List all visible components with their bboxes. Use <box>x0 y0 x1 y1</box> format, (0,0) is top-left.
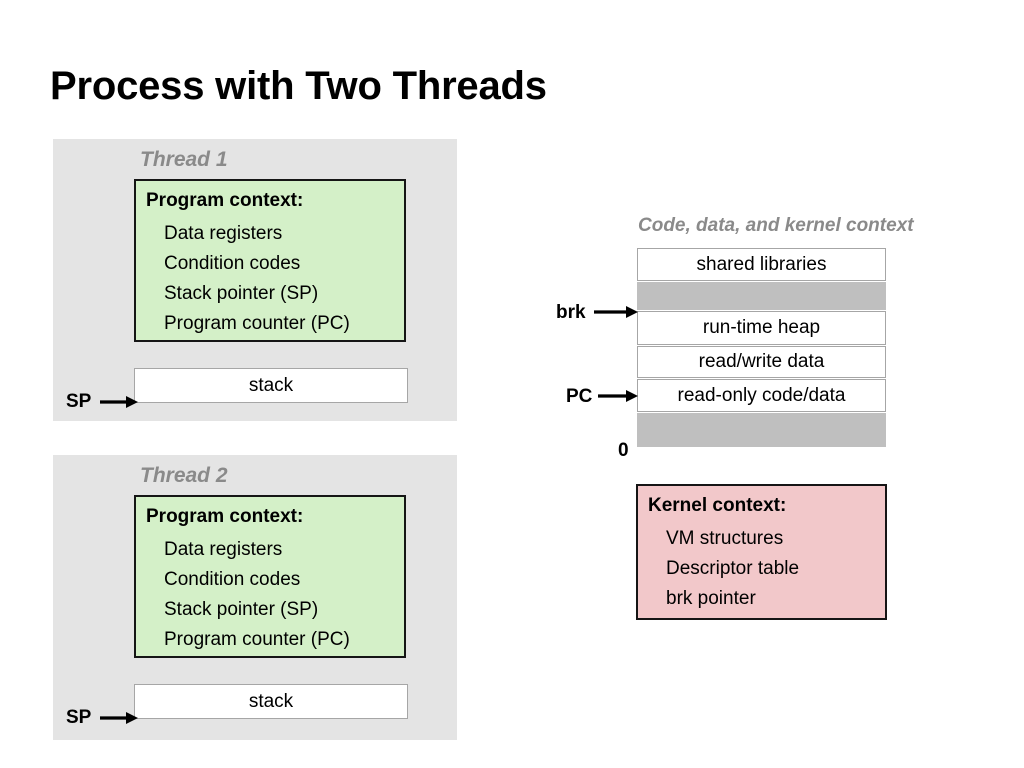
thread-2-program-context-box: Program context: Data registers Conditio… <box>134 495 406 658</box>
program-context-item-data-registers: Data registers <box>164 539 283 560</box>
thread-1-sp-label: SP <box>66 391 92 412</box>
program-context-item-program-counter: Program counter (PC) <box>164 629 350 650</box>
program-context-item-stack-pointer: Stack pointer (SP) <box>164 599 319 620</box>
program-context-list: Data registers Condition codes Stack poi… <box>164 535 350 655</box>
thread-2-label: Thread 2 <box>140 464 228 487</box>
kernel-context-box: Kernel context: VM structures Descriptor… <box>636 484 887 620</box>
sp-arrow-icon <box>100 395 140 414</box>
thread-1-label: Thread 1 <box>140 148 228 171</box>
thread-1-program-context-box: Program context: Data registers Conditio… <box>134 179 406 342</box>
thread-1-stack-box: stack <box>134 368 408 403</box>
thread-panel-2: Thread 2 Program context: Data registers… <box>53 455 457 740</box>
code-data-kernel-context-label: Code, data, and kernel context <box>638 215 914 236</box>
brk-pointer-label: brk <box>556 302 586 323</box>
kernel-context-list: VM structures Descriptor table brk point… <box>666 524 799 614</box>
kernel-context-heading: Kernel context: <box>648 495 787 516</box>
thread-2-sp-label: SP <box>66 707 92 728</box>
program-context-item-condition-codes: Condition codes <box>164 569 301 590</box>
program-context-heading: Program context: <box>146 190 304 211</box>
memory-row-read-write-data: read/write data <box>637 346 886 378</box>
program-context-item-program-counter: Program counter (PC) <box>164 313 350 334</box>
kernel-context-item-brk-pointer: brk pointer <box>666 588 756 609</box>
program-context-item-data-registers: Data registers <box>164 223 283 244</box>
memory-row-run-time-heap: run-time heap <box>637 311 886 345</box>
memory-layout-diagram: shared libraries run-time heap read/writ… <box>637 248 886 447</box>
memory-row-shared-libraries: shared libraries <box>637 248 886 281</box>
memory-base-address-label: 0 <box>618 440 629 461</box>
thread-2-stack-box: stack <box>134 684 408 719</box>
program-context-item-stack-pointer: Stack pointer (SP) <box>164 283 319 304</box>
sp-arrow-icon <box>100 711 140 730</box>
brk-arrow-icon <box>594 305 640 324</box>
program-context-list: Data registers Condition codes Stack poi… <box>164 219 350 339</box>
kernel-context-item-descriptor-table: Descriptor table <box>666 558 800 579</box>
program-context-heading: Program context: <box>146 506 304 527</box>
program-context-item-condition-codes: Condition codes <box>164 253 301 274</box>
memory-row-gap-upper <box>637 282 886 310</box>
memory-row-gap-lower <box>637 413 886 447</box>
thread-panel-1: Thread 1 Program context: Data registers… <box>53 139 457 421</box>
pc-pointer-label: PC <box>566 386 593 407</box>
memory-row-read-only-code-data: read-only code/data <box>637 379 886 412</box>
page-title: Process with Two Threads <box>50 64 547 108</box>
kernel-context-item-vm-structures: VM structures <box>666 528 784 549</box>
pc-arrow-icon <box>598 389 640 408</box>
